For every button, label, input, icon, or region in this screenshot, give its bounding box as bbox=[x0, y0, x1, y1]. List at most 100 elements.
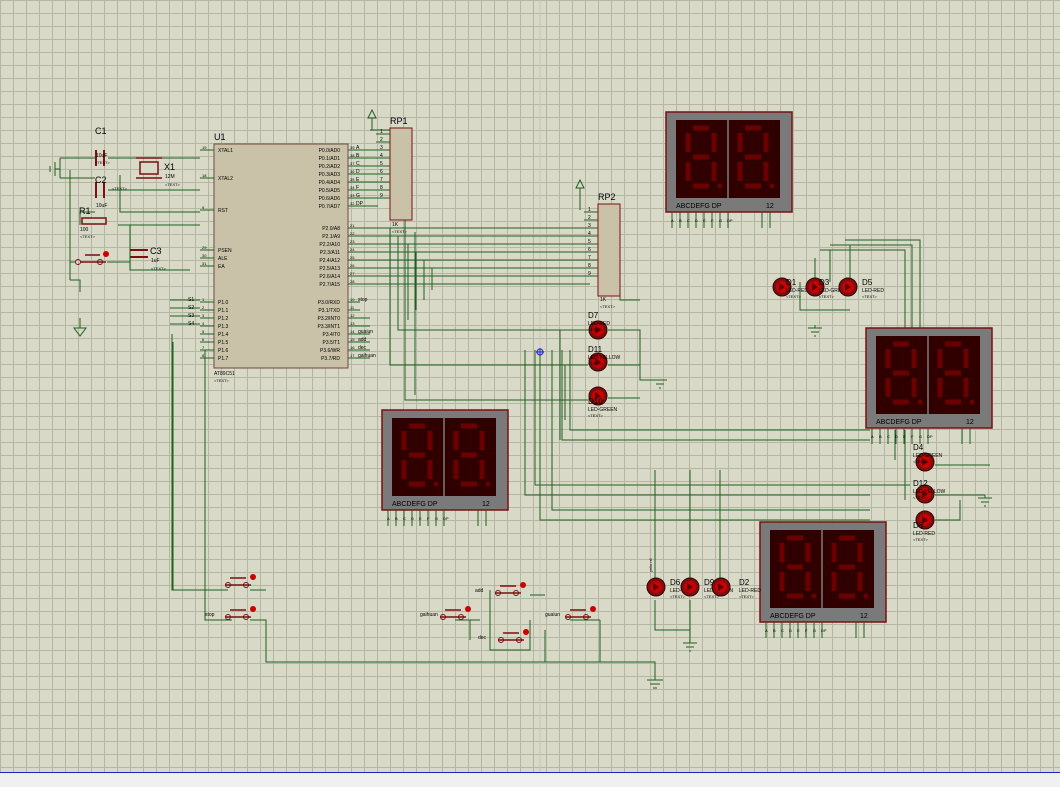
mcu-pin-number: 36 bbox=[350, 169, 355, 174]
display-pin-label: C bbox=[403, 516, 406, 521]
display-segment-label: ABCDEFG DP bbox=[770, 613, 816, 620]
mcu-pin-name: P0.3/AD3 bbox=[319, 172, 341, 178]
led-ref: D6 bbox=[670, 578, 681, 587]
led-arrow-icon bbox=[595, 392, 601, 400]
led-text-tag: <TEXT> bbox=[704, 594, 720, 599]
mcu-pin-name: XTAL1 bbox=[218, 148, 233, 154]
button-stop[interactable]: stop bbox=[205, 606, 256, 620]
resistor-pack-pin-number: 2 bbox=[588, 215, 591, 221]
mcu-pin-name: P0.0/AD0 bbox=[319, 148, 341, 154]
button-gaihuan[interactable]: gaihuan bbox=[420, 606, 471, 620]
display-pin-label: C bbox=[887, 434, 890, 439]
button-state-dot bbox=[250, 606, 256, 612]
mcu-pin-number: 8 bbox=[202, 353, 205, 358]
led-type: LED-GREEN bbox=[588, 407, 618, 413]
mcu-pin-name: PSEN bbox=[218, 248, 232, 254]
button-guaiun[interactable]: guaiun bbox=[545, 606, 596, 620]
display-pin-label: A bbox=[871, 434, 874, 439]
led-type: LED-YELLOW bbox=[588, 355, 621, 361]
resistor-pack-pin-number: 7 bbox=[380, 177, 383, 183]
display-digit-label: 12 bbox=[482, 501, 490, 508]
led-type: LED-GREEN bbox=[913, 453, 943, 459]
led-text-tag: <TEXT> bbox=[862, 294, 878, 299]
mcu-pin-number: 38 bbox=[350, 153, 355, 158]
mcu-pin-name: P3.7/RD bbox=[321, 356, 340, 362]
p0-net-label: F bbox=[356, 185, 359, 191]
resistor-pack-pin-number: 8 bbox=[588, 263, 591, 269]
resistor-pack-pin-number: 2 bbox=[380, 137, 383, 143]
led-ref: D7 bbox=[588, 311, 599, 320]
button-add[interactable]: add bbox=[475, 582, 526, 596]
led-ref: D9 bbox=[704, 578, 715, 587]
c2-ref: C2 bbox=[95, 175, 107, 185]
led-arrow-icon bbox=[812, 283, 818, 291]
display-pin-label: F bbox=[427, 516, 430, 521]
mcu-pin-name: P2.1/A9 bbox=[322, 234, 340, 240]
led-ref: D1 bbox=[786, 278, 797, 287]
capacitor-c3[interactable]: C3 1uF <TEXT> bbox=[130, 246, 167, 271]
p0-net-label: A bbox=[356, 145, 360, 151]
led-arrow-icon bbox=[687, 583, 693, 591]
mcu-pin-number: 23 bbox=[350, 239, 355, 244]
button-state-dot bbox=[590, 606, 596, 612]
display-segment-label: ABCDEFG DP bbox=[876, 419, 922, 426]
mcu-u1[interactable]: U1 AT89C51 <TEXT> 19XTAL118XTAL29RST29PS… bbox=[188, 132, 376, 383]
mcu-pin-number: 34 bbox=[350, 185, 355, 190]
display-segment-label: ABCDEFG DP bbox=[392, 501, 438, 508]
resistor-r1[interactable]: R1 100 <TEXT> bbox=[79, 206, 107, 239]
rp2-text-tag: <TEXT> bbox=[600, 304, 616, 309]
mcu-pin-number: 39 bbox=[350, 145, 355, 150]
button-dec[interactable]: dec bbox=[478, 629, 529, 643]
capacitor-c1[interactable]: C1 10uF <TEXT> bbox=[95, 126, 111, 166]
mcu-pin-number: 6 bbox=[202, 337, 205, 342]
mcu-pin-name: P1.3 bbox=[218, 324, 229, 330]
p1-net-label: S2 bbox=[188, 305, 194, 311]
led-text-tag: <TEXT> bbox=[819, 294, 835, 299]
display-pin-label: G bbox=[919, 434, 922, 439]
led-text-tag: <TEXT> bbox=[739, 594, 755, 599]
reset-button[interactable] bbox=[75, 251, 110, 265]
display-pin-label: G bbox=[435, 516, 438, 521]
segment-dp bbox=[969, 399, 975, 405]
c3-text-tag: <TEXT> bbox=[151, 266, 167, 271]
resistor-pack-pin-number: 4 bbox=[380, 153, 383, 159]
crystal-x1[interactable]: X1 12M <TEXT> bbox=[136, 157, 181, 187]
r1-value: 100 bbox=[80, 227, 89, 233]
display-pin-label: D bbox=[895, 434, 898, 439]
button-top[interactable] bbox=[225, 574, 256, 588]
led-type: LED-RED bbox=[670, 588, 692, 594]
c2-text-tag: <TEXT> bbox=[112, 186, 128, 191]
mcu-pin-number: 14 bbox=[350, 329, 355, 334]
status-bar bbox=[0, 772, 1060, 787]
r1-text-tag: <TEXT> bbox=[80, 234, 96, 239]
capacitor-c2[interactable]: C2 10uF <TEXT> bbox=[95, 175, 128, 209]
button-contact bbox=[513, 590, 519, 596]
c3-value: 1uF bbox=[151, 258, 160, 264]
mcu-pin-name: P2.4/A12 bbox=[319, 258, 340, 264]
segment-dp bbox=[769, 183, 775, 189]
mcu-pin-number: 31 bbox=[202, 261, 207, 266]
mcu-pin-name: P0.1/AD1 bbox=[319, 156, 341, 162]
display-pin-label: E bbox=[703, 218, 706, 223]
mcu-pin-number: 24 bbox=[350, 247, 355, 252]
